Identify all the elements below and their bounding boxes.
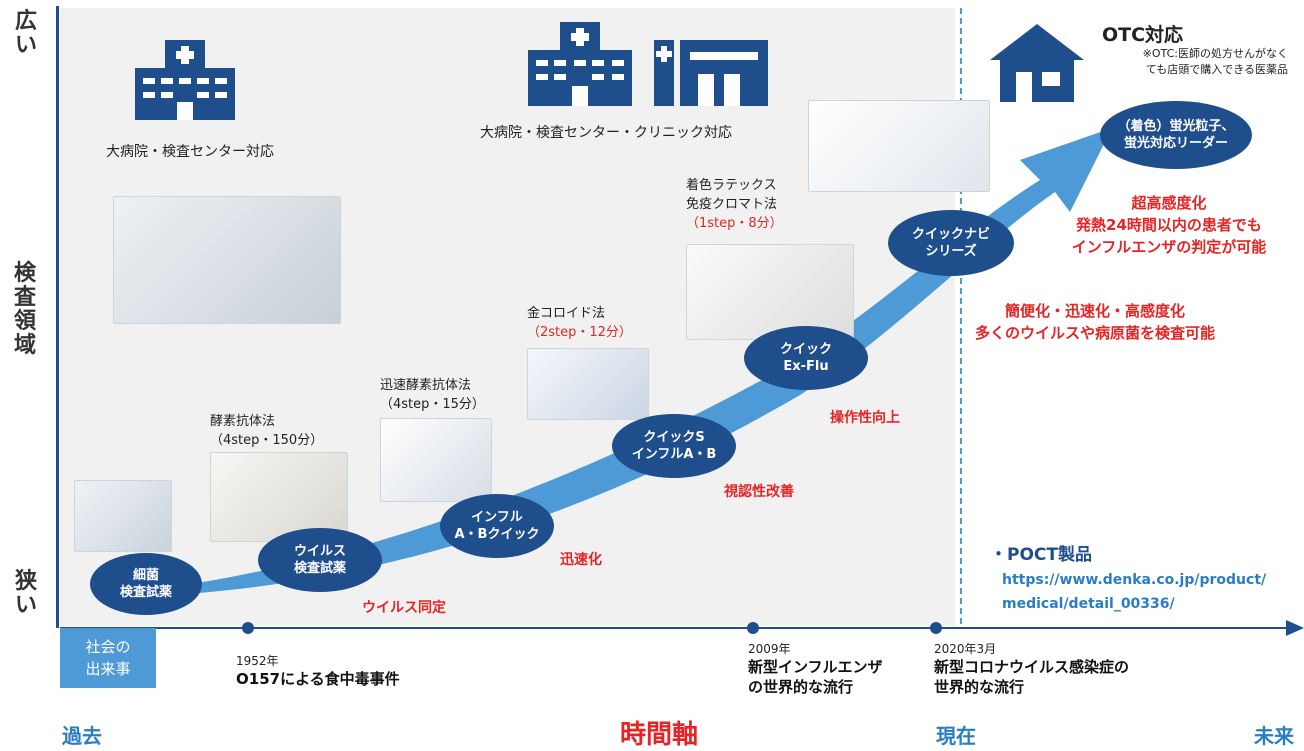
time-present-label: 現在 [936, 724, 976, 748]
hospital-clinic-icon [528, 22, 768, 106]
y-axis-top-label: 広い [14, 9, 37, 58]
clinic-label: 大病院・検査センター・クリニック対応 [480, 125, 732, 141]
milestone-bacteria: 細菌 検査試薬 [90, 553, 202, 615]
method-detail: （4step・15分） [380, 397, 485, 412]
events-header: 社会の 出来事 [60, 628, 156, 688]
timeline-dot [747, 622, 759, 634]
event-text: O157による食中毒事件 [236, 670, 400, 688]
feature-usability: 操作性向上 [830, 410, 900, 426]
timeline-dot [930, 622, 942, 634]
poct-title: ・POCT製品 [990, 545, 1092, 565]
method-name: 着色ラテックス 免疫クロマト法 [686, 178, 778, 212]
product-photo-quicknavi [808, 100, 990, 192]
product-photo-latex [686, 244, 854, 340]
timeline-line [60, 627, 1294, 629]
timeline-dot [242, 622, 254, 634]
product-photo-virus [210, 452, 348, 542]
milestone-fluorescence: （着色）蛍光粒子、 蛍光対応リーダー [1100, 101, 1252, 169]
house-icon [990, 24, 1084, 102]
y-axis-title: 検査領域 [13, 261, 36, 358]
product-photo-fluorescence [113, 196, 341, 324]
feature-ultra-sensitivity: 超高感度化 発熱24時間以内の患者でも インフルエンザの判定が可能 [1071, 194, 1267, 256]
event-2020: 2020年3月 新型コロナウイルス感染症の 世界的な流行 [934, 640, 1129, 697]
time-axis-title: 時間軸 [620, 720, 699, 750]
feature-sensitivity: 簡便化・迅速化・高感度化 多くのウイルスや病原菌を検査可能 [974, 302, 1215, 342]
event-1952: 1952年 O157による食中毒事件 [236, 652, 400, 689]
poct-url-link[interactable]: https://www.denka.co.jp/product/ medical… [1002, 572, 1267, 612]
milestone-quick-s: クイックS インフルA・B [612, 414, 736, 478]
method-name: 酵素抗体法 [210, 414, 276, 429]
feature-visibility: 視認性改善 [724, 484, 794, 500]
product-photo-gold-colloid [527, 348, 649, 420]
method-name: 迅速酵素抗体法 [380, 378, 472, 393]
milestone-quicknavi: クイックナビ シリーズ [888, 210, 1014, 276]
event-year: 1952年 [236, 654, 279, 668]
product-photo-bacteria [74, 480, 172, 552]
product-photo-rapid-eia [380, 418, 492, 502]
y-axis-bottom-label: 狭い [14, 569, 37, 618]
present-divider [960, 8, 962, 624]
method-detail: （1step・8分） [686, 216, 783, 231]
hospital-icon [135, 40, 235, 120]
method-detail: （4step・150分） [210, 433, 324, 448]
milestone-ex-flu: クイック Ex-Flu [744, 326, 868, 390]
event-text: 新型インフルエンザ の世界的な流行 [748, 658, 883, 696]
method-name: 金コロイド法 [527, 306, 606, 321]
method-rapid-eia: 迅速酵素抗体法 （4step・15分） [380, 376, 485, 414]
event-year: 2009年 [748, 642, 791, 656]
time-future-label: 未来 [1254, 724, 1294, 748]
method-gold-colloid: 金コロイド法 （2step・12分） [527, 304, 632, 342]
method-eia: 酵素抗体法 （4step・150分） [210, 412, 323, 450]
method-detail: （2step・12分） [527, 325, 632, 340]
event-year: 2020年3月 [934, 642, 997, 656]
y-axis-line [56, 6, 59, 628]
milestone-influ-ab-quick: インフル A・Bクイック [440, 494, 554, 558]
event-text: 新型コロナウイルス感染症の 世界的な流行 [934, 658, 1130, 696]
feature-virus-id: ウイルス同定 [362, 600, 446, 616]
time-past-label: 過去 [62, 724, 102, 748]
timeline-arrowhead-icon [1286, 620, 1304, 636]
milestone-virus: ウイルス 検査試薬 [258, 528, 382, 592]
event-2009: 2009年 新型インフルエンザ の世界的な流行 [748, 640, 883, 697]
hospital-label: 大病院・検査センター対応 [106, 144, 274, 160]
feature-speed: 迅速化 [560, 552, 602, 568]
otc-note: ※OTC:医師の処方せんがなく ても店頭で購入できる医薬品 [1142, 47, 1288, 76]
method-latex: 着色ラテックス 免疫クロマト法 （1step・8分） [686, 176, 783, 233]
otc-title: OTC対応 [1102, 24, 1184, 46]
